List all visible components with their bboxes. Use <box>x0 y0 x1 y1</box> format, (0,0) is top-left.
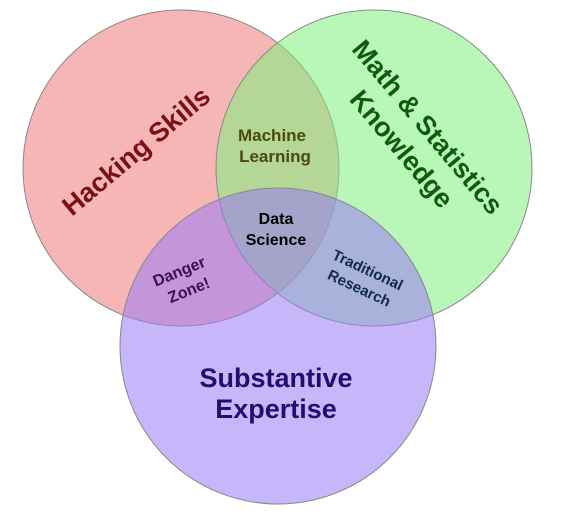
substantive-expertise-circle <box>119 187 437 505</box>
data-science-label-line1: Data <box>259 211 294 228</box>
machine-learning-label-line1: Machine <box>238 126 306 145</box>
substantive-expertise-label-line2: Expertise <box>215 394 337 424</box>
data-science-label: Data Science <box>246 211 307 249</box>
machine-learning-label: Machine Learning <box>238 126 311 166</box>
data-science-label-line2: Science <box>246 232 307 249</box>
machine-learning-label-line2: Learning <box>239 147 311 166</box>
substantive-expertise-label: Substantive Expertise <box>199 363 352 424</box>
substantive-expertise-label-line1: Substantive <box>199 363 352 393</box>
